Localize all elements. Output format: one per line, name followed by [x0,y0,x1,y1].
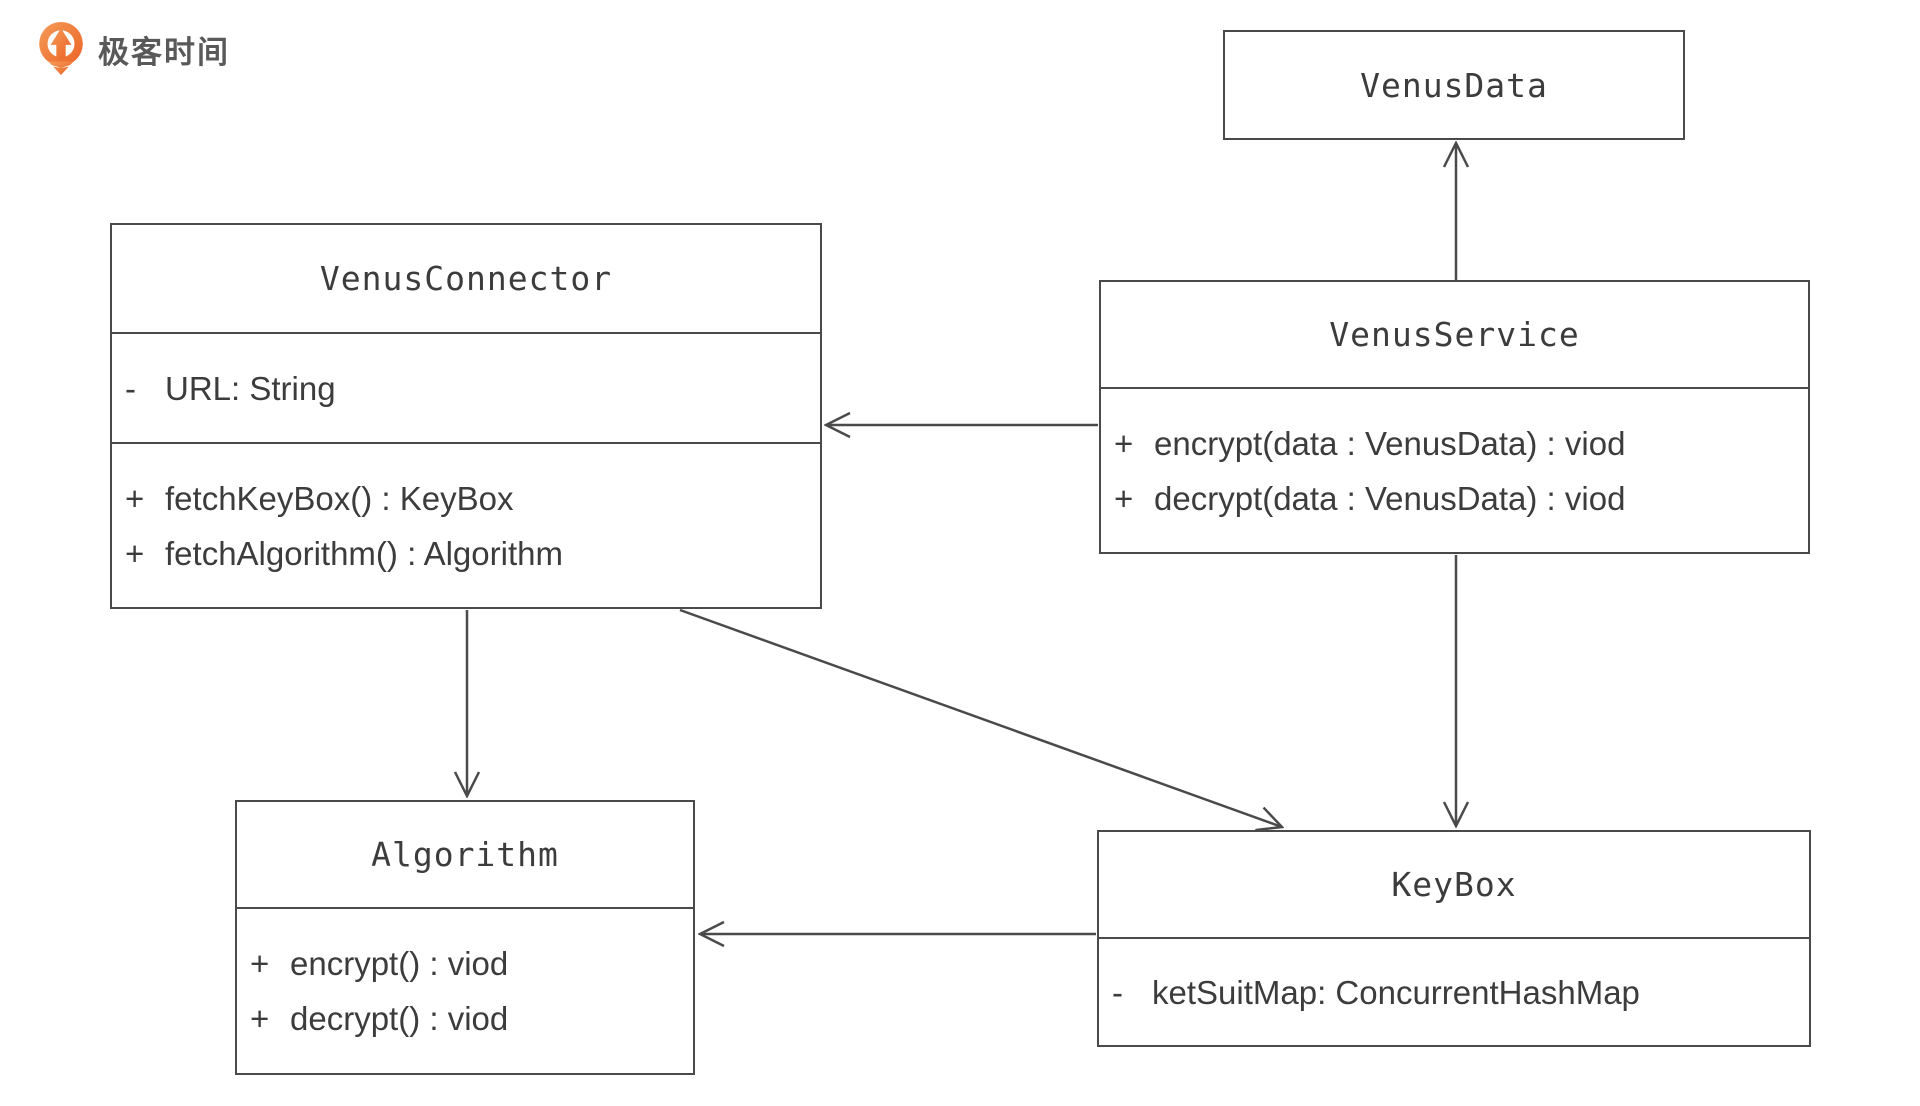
attribute-text: URL: String [165,369,336,407]
attributes-section: - ketSuitMap: ConcurrentHashMap [1099,937,1809,1045]
visibility-sign: + [1114,479,1134,517]
methods-section: + encrypt() : viod + decrypt() : viod [237,907,693,1073]
method-text: fetchKeyBox() : KeyBox [165,479,514,517]
attribute-text: ketSuitMap: ConcurrentHashMap [1152,973,1640,1011]
class-venus-connector: VenusConnector - URL: String + fetchKeyB… [110,223,822,609]
logo-text: 极客时间 [98,34,230,70]
method-text: decrypt(data : VenusData) : viod [1154,479,1626,517]
logo: 极客时间 [36,22,230,76]
class-title-venus-data: VenusData [1360,65,1548,105]
method-row: + decrypt() : viod [237,991,693,1046]
visibility-sign: - [1112,973,1123,1011]
method-text: encrypt(data : VenusData) : viod [1154,424,1626,462]
visibility-sign: + [250,945,270,982]
method-row: + encrypt(data : VenusData) : viod [1101,416,1808,471]
visibility-sign: - [125,369,136,407]
class-venus-data: VenusData [1223,30,1685,140]
method-row: + fetchAlgorithm() : Algorithm [112,526,820,581]
method-text: encrypt() : viod [290,945,509,982]
method-text: fetchAlgorithm() : Algorithm [165,534,563,572]
methods-section: + fetchKeyBox() : KeyBox + fetchAlgorith… [112,442,820,607]
class-title-venus-connector: VenusConnector [319,259,613,298]
method-row: + decrypt(data : VenusData) : viod [1101,471,1808,526]
attribute-row: - ketSuitMap: ConcurrentHashMap [1099,965,1809,1020]
visibility-sign: + [125,534,145,572]
visibility-sign: + [1114,424,1134,462]
class-title-venus-service: VenusService [1329,315,1580,354]
attribute-row: - URL: String [112,361,820,416]
method-row: + encrypt() : viod [237,936,693,991]
class-algorithm: Algorithm + encrypt() : viod + decrypt()… [235,800,695,1075]
class-key-box: KeyBox - ketSuitMap: ConcurrentHashMap [1097,830,1811,1047]
edge-venus-connector-to-key-box [679,608,1282,827]
class-venus-service: VenusService + encrypt(data : VenusData)… [1099,280,1810,554]
class-title-key-box: KeyBox [1391,865,1517,904]
attributes-section: - URL: String [112,332,820,442]
method-row: + fetchKeyBox() : KeyBox [112,471,820,526]
geektime-logo-icon [39,22,83,75]
class-title-algorithm: Algorithm [371,835,559,874]
visibility-sign: + [250,1000,270,1037]
methods-section: + encrypt(data : VenusData) : viod + dec… [1101,387,1808,552]
method-text: decrypt() : viod [290,1000,509,1037]
visibility-sign: + [125,479,145,517]
